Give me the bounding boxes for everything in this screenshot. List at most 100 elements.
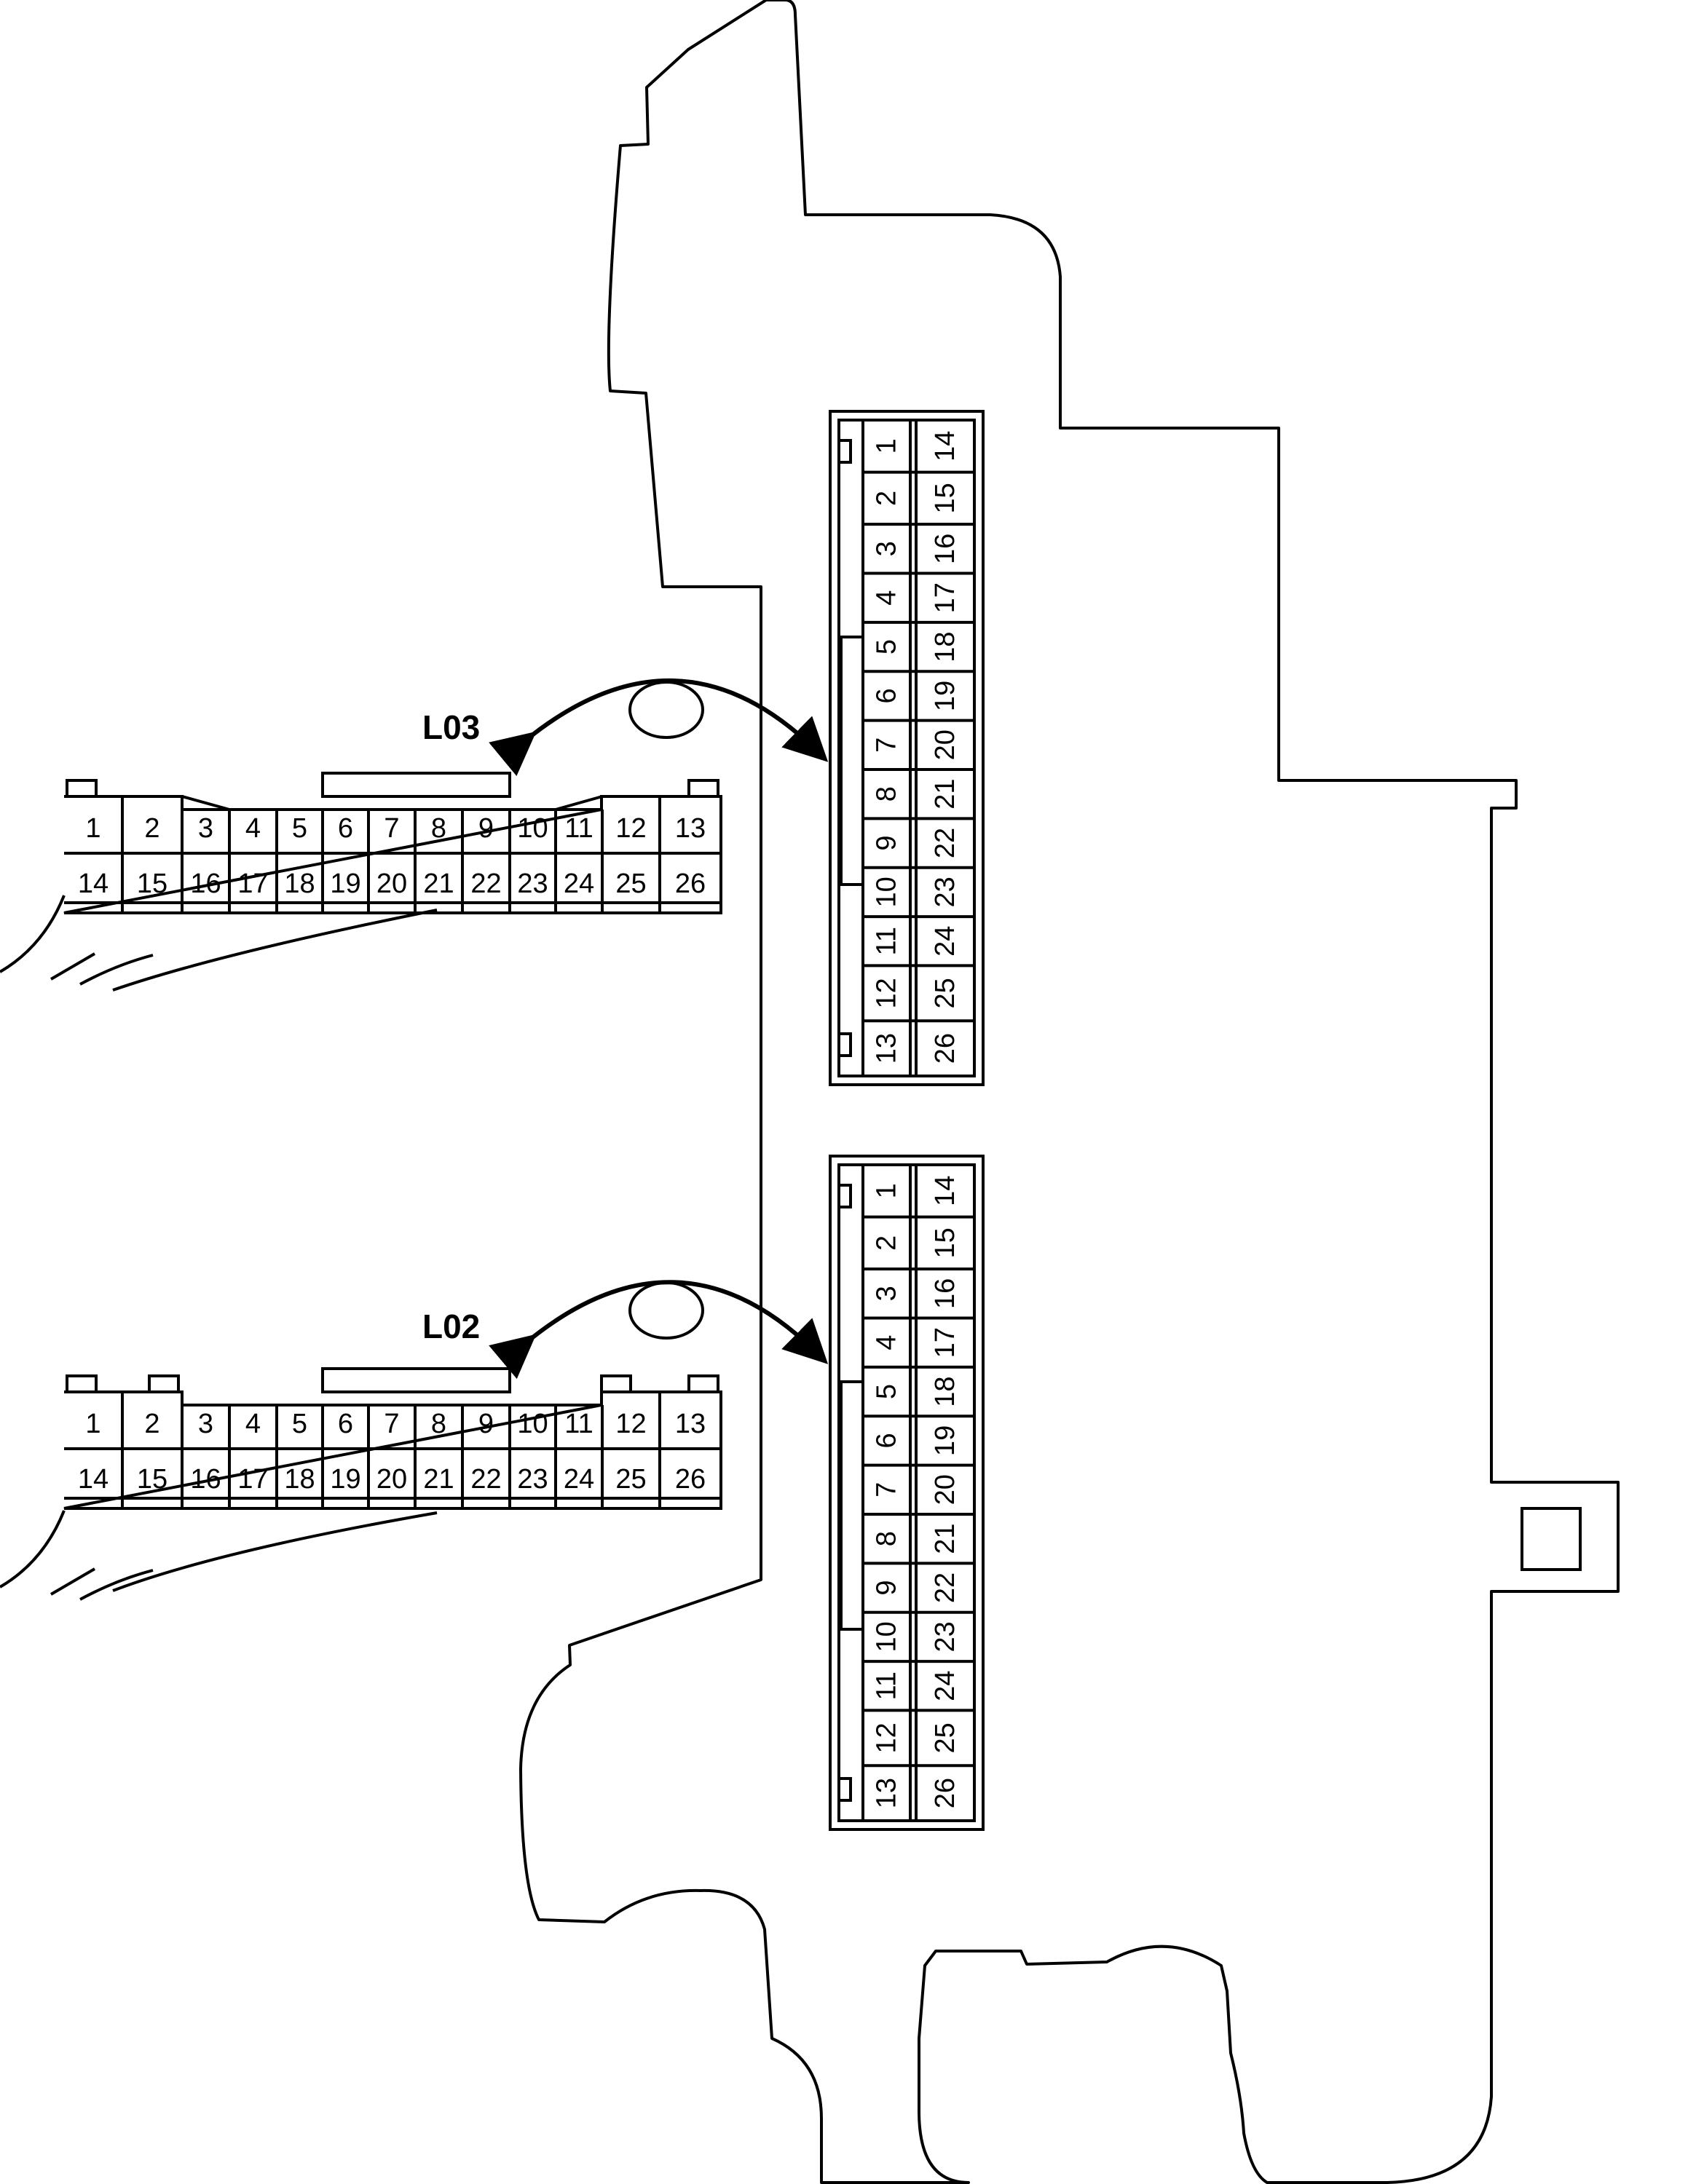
pin-number: 25 [930, 1722, 961, 1753]
pin-number: 20 [376, 1464, 407, 1495]
pin-number: 26 [930, 1033, 961, 1064]
pin-number: 23 [517, 1464, 548, 1495]
l03-harness-connector: 1142153164175186197208219221023112412251… [63, 772, 722, 914]
pin-number: 9 [872, 1580, 902, 1595]
pin-number: 16 [930, 1278, 961, 1309]
pin-number: 15 [930, 1227, 961, 1258]
pin-number: 1 [85, 813, 100, 844]
pin-number: 17 [237, 1464, 268, 1495]
pin-number: 10 [872, 1621, 902, 1652]
unit-notch [839, 1777, 852, 1802]
l03-twist-loop [628, 681, 704, 739]
pin-number: 5 [292, 1409, 307, 1439]
unit-notch [839, 1184, 852, 1208]
connector-label-l02: L02 [422, 1307, 480, 1345]
latch-tab [66, 1374, 98, 1393]
pin-number: 25 [615, 869, 646, 899]
pin-number: 22 [470, 1464, 501, 1495]
latch-tab [600, 1374, 632, 1393]
pin-number: 6 [872, 688, 902, 703]
pin-number: 8 [431, 813, 446, 844]
pin-number: 17 [237, 869, 268, 899]
pin-number: 6 [338, 1409, 353, 1439]
pin-number: 23 [930, 877, 961, 907]
l03-arrow [489, 678, 829, 777]
pin-number: 13 [872, 1778, 902, 1808]
l03-link [489, 678, 829, 777]
pin-number: 15 [137, 1464, 167, 1495]
pin-number: 7 [872, 737, 902, 753]
pin-number: 13 [675, 813, 706, 844]
l02-harness-connector: 1142153164175186197208219221023112412251… [63, 1367, 722, 1510]
pin-number: 18 [930, 1376, 961, 1406]
pin-number: 12 [615, 1409, 646, 1439]
unit-notch [839, 439, 852, 464]
pin-number: 21 [930, 779, 961, 810]
pin-number: 19 [930, 1425, 961, 1456]
pin-number: 9 [478, 813, 494, 844]
l03-harness-wires [0, 895, 438, 992]
pin-number: 8 [872, 786, 902, 802]
pin-number: 14 [930, 1176, 961, 1206]
latch-tab [148, 1374, 180, 1393]
pin-number: 20 [930, 729, 961, 760]
pin-number: 1 [872, 1183, 902, 1198]
pin-number: 16 [190, 1464, 221, 1495]
pin-number: 9 [478, 1409, 494, 1439]
pin-number: 11 [564, 1409, 593, 1439]
unit-connector-inner [837, 419, 976, 1077]
l02-arrow [489, 1280, 829, 1380]
pin-number: 7 [384, 813, 399, 844]
pin-number: 16 [930, 534, 961, 564]
pin-number: 2 [872, 1235, 902, 1251]
pin-number: 25 [930, 978, 961, 1008]
pin-number: 2 [144, 1409, 159, 1439]
pin-number: 15 [930, 483, 961, 513]
connector-label-l03: L03 [422, 708, 480, 746]
l02-link [489, 1280, 829, 1380]
pin-number: 11 [872, 927, 902, 955]
pin-number: 10 [517, 813, 548, 844]
pin-number: 4 [245, 813, 261, 844]
pin-number: 2 [872, 491, 902, 506]
pin-number: 22 [930, 828, 961, 858]
pin-number: 10 [517, 1409, 548, 1439]
unit-mounting-tab [1521, 1507, 1582, 1571]
pin-number: 12 [872, 978, 902, 1008]
pin-number: 21 [930, 1524, 961, 1554]
pin-number: 14 [78, 869, 109, 899]
pin-number: 3 [198, 813, 213, 844]
pin-number: 26 [675, 1464, 706, 1495]
pin-number: 20 [376, 869, 407, 899]
unit-connector-frame [829, 410, 985, 1086]
unit-housing-outline [519, 0, 1620, 2184]
connector-ridge [321, 772, 511, 798]
pin-number: 19 [330, 1464, 360, 1495]
pin-number: 8 [431, 1409, 446, 1439]
pin-number: 2 [144, 813, 159, 844]
pin-number: 26 [675, 869, 706, 899]
unit-connector-inner [837, 1163, 976, 1822]
pin-number: 3 [872, 541, 902, 556]
pin-number: 25 [615, 1464, 646, 1495]
pin-number: 7 [872, 1482, 902, 1497]
pin-number: 6 [872, 1433, 902, 1448]
unit-keyway [840, 1380, 864, 1631]
pin-number: 15 [137, 869, 167, 899]
pin-number: 24 [930, 1671, 961, 1701]
pin-number: 17 [930, 582, 961, 613]
pin-number: 22 [470, 869, 501, 899]
pin-number: 18 [284, 869, 315, 899]
pin-number: 11 [564, 813, 593, 844]
pin-number: 11 [872, 1671, 902, 1700]
pin-number: 5 [872, 639, 902, 654]
pin-number: 7 [384, 1409, 399, 1439]
pin-number: 4 [245, 1409, 261, 1439]
pin-number: 13 [872, 1033, 902, 1064]
pin-number: 20 [930, 1474, 961, 1505]
pin-number: 21 [423, 1464, 454, 1495]
pin-number: 24 [564, 869, 594, 899]
pin-number: 13 [675, 1409, 706, 1439]
